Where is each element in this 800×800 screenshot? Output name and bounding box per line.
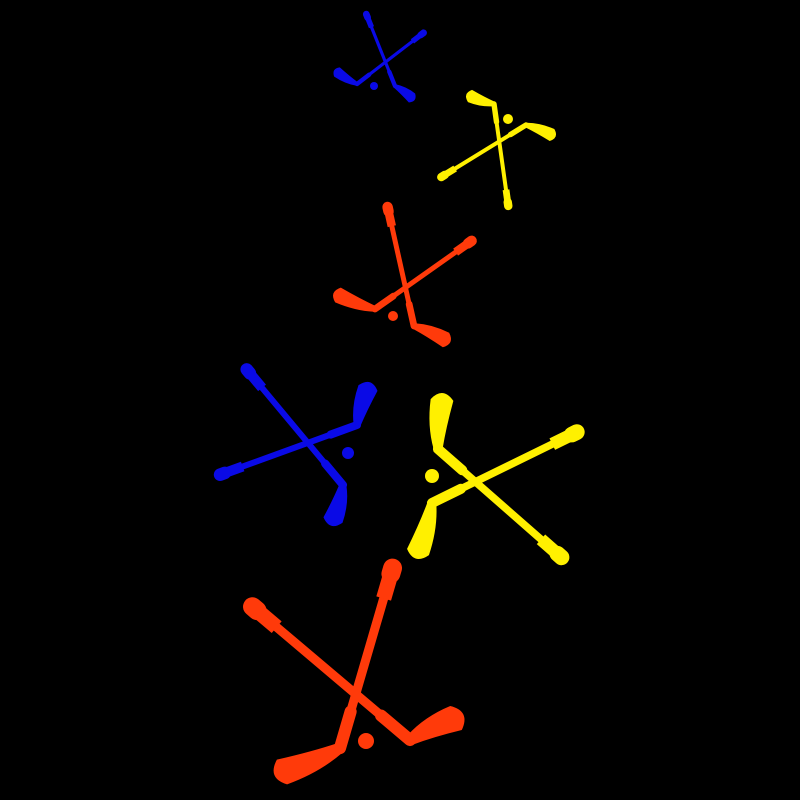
crossed-golf-clubs-icon-red-medium-club-a-head	[412, 323, 452, 348]
crossed-golf-clubs-icon-blue-large-club-b-head	[353, 381, 378, 427]
crossed-golf-clubs-icon-blue-small-club-a-head	[393, 84, 416, 103]
crossed-golf-clubs-icon-blue-small-club-a-grip-cap	[362, 10, 371, 21]
crossed-golf-clubs-icon-yellow-large-club-b-hosel	[432, 443, 468, 476]
crossed-golf-clubs-icon-blue-small-club-b-hosel	[354, 72, 372, 87]
crossed-golf-clubs-icon-red-xlarge-club-b-head	[407, 705, 465, 745]
crossed-golf-clubs-icon-yellow-small	[437, 89, 557, 211]
crossed-golf-clubs-icon-red-medium-club-b-head	[333, 287, 377, 312]
crossed-golf-clubs-icon-yellow-large-club-b-grip-cap	[549, 545, 570, 566]
crossed-golf-clubs-icon-red-medium-club-a-grip-cap	[382, 201, 394, 217]
crossed-golf-clubs-icon-red-medium-club-b-hosel	[371, 292, 397, 313]
clubs-layer	[213, 10, 585, 785]
crossed-golf-clubs-icon-red-xlarge-club-a-grip-cap	[381, 558, 403, 584]
crossed-golf-clubs-icon-red-xlarge-club-b-hosel	[375, 709, 417, 747]
crossed-golf-clubs-icon-yellow-large-club-a-hosel	[426, 483, 466, 509]
crossed-golf-clubs-icon-blue-small-club-b-grip-cap	[417, 29, 427, 39]
crossed-golf-clubs-icon-red-xlarge-club-a-hosel	[333, 705, 357, 755]
crossed-golf-clubs-icon-yellow-large	[407, 393, 585, 566]
crossed-golf-clubs-icon-red-xlarge	[243, 558, 465, 785]
crossed-golf-clubs-icon-yellow-small-club-a-head	[465, 89, 495, 107]
crossed-golf-clubs-icon-red-xlarge-club-a-head	[273, 743, 343, 785]
crossed-golf-clubs-icon-blue-small-club-a-hosel	[387, 69, 398, 89]
crossed-golf-clubs-icon-yellow-small-club-b-head	[525, 122, 557, 142]
crossed-golf-clubs-icon-blue-large-club-a-grip-cap	[240, 363, 257, 380]
crossed-golf-clubs-icon-blue-small-ball	[370, 82, 378, 90]
crossed-golf-clubs-icon-blue-small-club-b-head	[333, 67, 358, 86]
crossed-golf-clubs-icon-red-medium-club-a-hosel	[405, 300, 418, 330]
crossed-golf-clubs-icon-blue-large-club-a-head	[323, 484, 348, 527]
crossed-golf-clubs-icon-yellow-small-club-a-hosel	[491, 101, 500, 125]
crossed-golf-clubs-icon-yellow-large-club-b-head	[429, 393, 454, 450]
crossed-golf-clubs-icon-blue-large-club-b-hosel	[326, 420, 362, 439]
crossed-golf-clubs-icon-yellow-small-club-b-hosel	[507, 122, 529, 138]
crossed-golf-clubs-icon-blue-large	[213, 363, 378, 527]
crossed-golf-clubs-icon-red-medium	[333, 201, 477, 348]
crossed-golf-clubs-icon-yellow-small-ball	[503, 114, 513, 124]
crossed-golf-clubs-icon-blue-large-club-a-hosel	[321, 459, 348, 490]
crossed-golf-clubs-icon-yellow-large-club-a-grip-cap	[564, 424, 585, 443]
crossed-golf-clubs-icon-yellow-small-club-b-grip-cap	[437, 170, 449, 182]
crossed-golf-clubs-icon-blue-large-ball	[342, 447, 354, 459]
crossed-golf-clubs-icon-red-xlarge-ball	[358, 733, 374, 749]
crossed-golf-clubs-icon-red-medium-ball	[388, 311, 398, 321]
crossed-golf-clubs-icon-red-medium-club-b-grip-cap	[462, 235, 477, 249]
crossed-golf-clubs-icon-yellow-large-ball	[425, 469, 439, 483]
crossed-golf-clubs-icon-red-xlarge-club-b-grip-cap	[243, 597, 267, 621]
crossed-golf-clubs-icon-yellow-small-club-a-grip-cap	[503, 197, 513, 211]
crossed-golf-clubs-icon-blue-large-club-b-grip-cap	[213, 466, 232, 481]
crossed-golf-clubs-icon-yellow-large-club-a-head	[407, 501, 437, 560]
crossed-golf-clubs-icon-blue-small	[333, 10, 427, 103]
